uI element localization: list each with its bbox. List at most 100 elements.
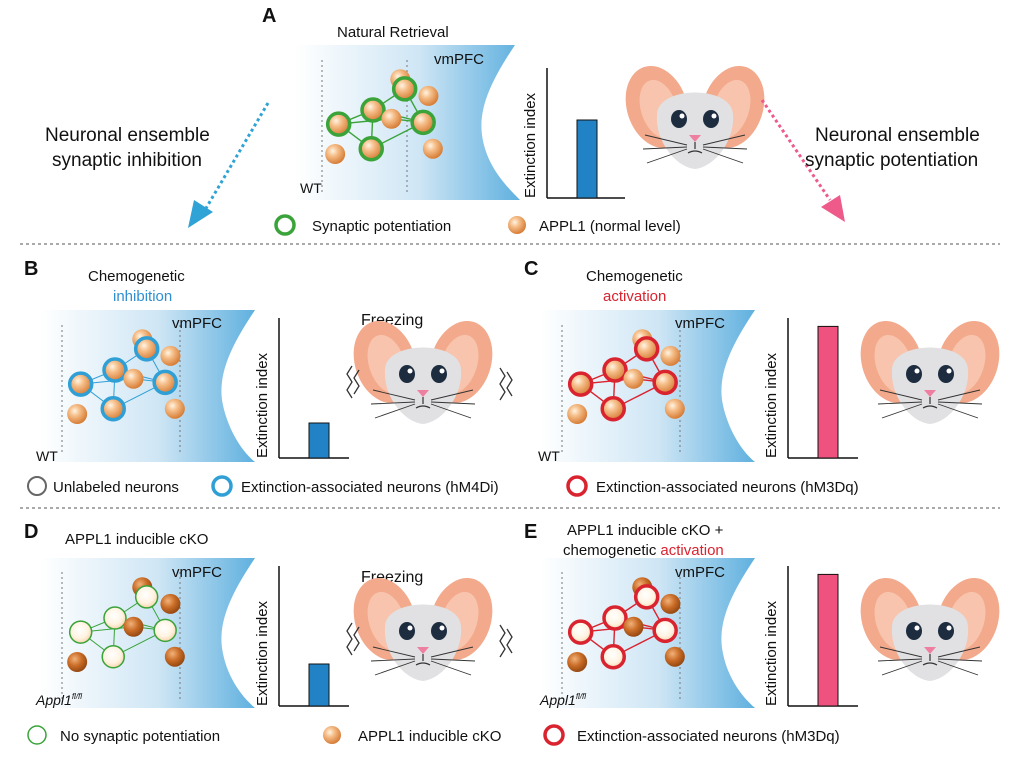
trembling-lines-icon [499,624,513,658]
vmpfc-tissue [295,45,520,200]
panel-letter: B [24,258,38,280]
neuron-icon [325,144,346,164]
neuron-network [67,329,185,424]
legend-de: No synaptic potentiation APPL1 inducible… [27,724,840,746]
genotype-label: WT [36,448,58,464]
labeled-neuron-icon [567,619,594,645]
bar [576,119,598,199]
axis-label: Extinction index [254,352,271,458]
labeled-neuron-icon [67,371,94,397]
labeled-neuron-icon [358,135,384,162]
mouse-head-icon [342,569,504,682]
legend-label: Extinction-associated neurons (hM3Dq) [596,479,859,496]
labeled-neuron-icon [102,357,128,383]
neuron-icon [418,85,439,106]
neuron-icon [123,368,144,389]
neuron-icon [123,616,144,637]
panel-letter: E [524,521,537,543]
neuron-network [567,329,685,424]
axis-label: Extinction index [254,600,271,706]
panel-title: Natural Retrieval [337,24,449,41]
labeled-neuron-icon [152,369,178,396]
red-ring-icon [566,475,588,497]
labeled-neuron-icon [567,371,594,397]
right-arrow-text-line2: synaptic potentiation [805,150,978,171]
genotype-label: WT [300,180,322,196]
left-arrow-text-line2: synaptic inhibition [52,150,202,171]
panel-d: D APPL1 inducible cKO vmPFC Appl1fl/fl E… [24,521,513,708]
right-arrow-text-line1: Neuronal ensemble [815,125,980,146]
labeled-neuron-icon [325,111,352,137]
neuron-network [67,577,185,672]
mouse-head-icon [342,312,504,425]
labeled-neuron-icon [101,644,125,669]
labeled-neuron-icon [633,584,660,610]
bar [308,422,330,459]
legend-label: Extinction-associated neurons (hM4Di) [241,479,499,496]
blue-ring-icon [211,475,233,497]
mouse-head-icon [849,312,1011,425]
extinction-bar-chart: Extinction index [763,566,858,707]
legend-label: Synaptic potentiation [312,218,451,235]
region-label: vmPFC [675,315,725,332]
extinction-bar-chart: Extinction index [254,318,349,459]
neuron-icon [422,138,443,159]
neuron-icon [164,646,185,667]
axis-label: Extinction index [522,92,539,198]
pale-neuron-icon [323,726,341,744]
labeled-neuron-icon [391,76,418,102]
bar [308,663,330,707]
panel-b: B Chemogenetic inhibition vmPFC WT Extin… [24,258,513,464]
bar [817,573,839,707]
neuron-network [325,69,443,164]
legend-label: APPL1 (normal level) [539,218,681,235]
legend-label: Extinction-associated neurons (hM3Dq) [577,728,840,745]
region-label: vmPFC [172,315,222,332]
vmpfc-tissue [540,558,755,708]
labeled-neuron-icon [602,605,628,631]
neuron-icon [164,398,185,419]
neuron-icon [67,652,88,672]
extinction-bar-chart: Extinction index [522,68,625,199]
panel-title-line1: Chemogenetic [586,268,683,285]
left-arrow-text-line1: Neuronal ensemble [45,125,210,146]
panel-letter: A [262,5,276,27]
legend-label: APPL1 inducible cKO [358,728,501,745]
panel-title-line2: activation [603,288,666,305]
mouse-head-icon [614,57,776,170]
neuron-icon [660,593,681,614]
neuron-icon [664,646,685,667]
arrow-to-potentiation [760,99,832,201]
panel-title-line2: inhibition [113,288,172,305]
bar [817,325,839,459]
labeled-neuron-icon [600,395,626,422]
vmpfc-tissue [40,310,255,462]
trembling-lines-icon [346,622,360,656]
mouse-head-icon [849,569,1011,682]
labeled-neuron-icon [100,395,126,422]
neuron-icon [567,404,588,424]
neuron-icon [67,404,88,424]
arrow-to-inhibition [203,102,270,211]
trembling-lines-icon [499,367,513,401]
panel-letter: D [24,521,38,543]
neuron-icon [160,593,181,614]
vmpfc-tissue [40,558,255,708]
labeled-neuron-icon [410,109,436,136]
genotype-label: Appl1fl/fl [35,692,82,708]
axis-label: Extinction index [763,352,780,458]
neuron-icon [623,616,644,637]
legend-label: Unlabeled neurons [53,479,179,496]
labeled-neuron-icon [602,357,628,383]
labeled-neuron-icon [652,617,678,644]
vmpfc-tissue [540,310,755,462]
genotype-label: Appl1fl/fl [539,692,586,708]
labeled-neuron-icon [133,336,160,362]
labeled-neuron-icon [360,97,386,123]
neuron-icon [623,368,644,389]
region-label: vmPFC [434,51,484,68]
region-label: vmPFC [172,564,222,581]
labeled-neuron-icon [633,336,660,362]
labeled-neuron-icon [134,585,159,609]
